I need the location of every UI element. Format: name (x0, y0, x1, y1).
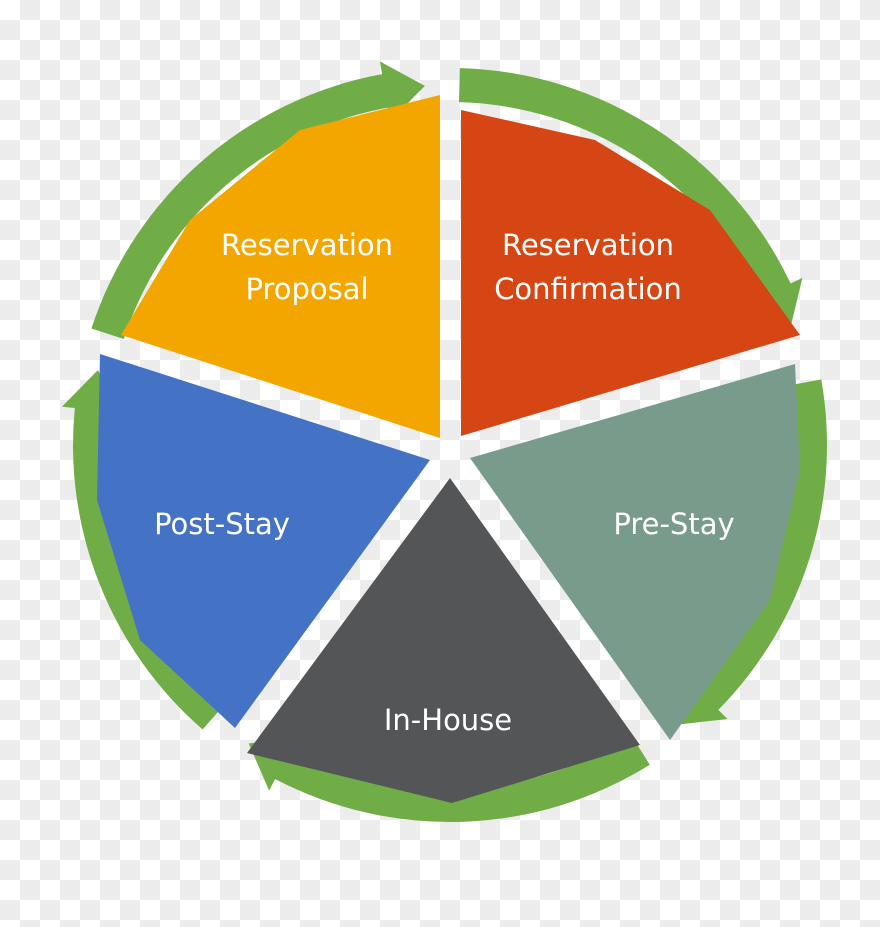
segment-label-reservation-confirmation: Reservation (502, 228, 674, 262)
segment-post-stay (97, 354, 430, 728)
cycle-arrow-3 (248, 735, 650, 822)
segment-in-house (247, 478, 640, 803)
segment-pre-stay (470, 364, 800, 740)
segment-label-reservation-proposal: Reservation (221, 228, 393, 262)
segment-label-reservation-proposal: Proposal (245, 272, 368, 306)
segment-label-in-house: In-House (384, 703, 512, 737)
segment-reservation-confirmation (461, 110, 800, 436)
segment-label-pre-stay: Pre-Stay (613, 507, 734, 541)
segment-label-reservation-confirmation: Confirmation (494, 272, 682, 306)
segment-label-post-stay: Post-Stay (154, 507, 290, 541)
cycle-arrow-5 (91, 61, 425, 340)
segment-reservation-proposal (121, 95, 440, 438)
